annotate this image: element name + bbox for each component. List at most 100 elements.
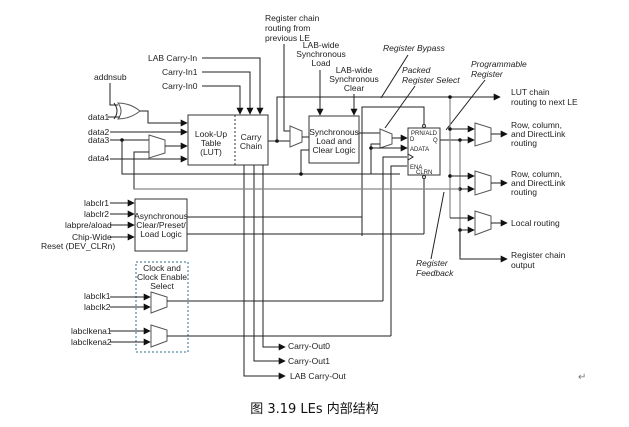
sync-logic-label-2: Load and (316, 136, 352, 146)
carry-out1-wire (253, 165, 286, 365)
reg-chain-out-label-2: output (511, 260, 535, 270)
data3-label: data3 (88, 135, 110, 145)
clock-select-label-2: Clock Enable (137, 272, 187, 282)
reg-d-label: D (410, 137, 415, 143)
prn-bubble (422, 124, 426, 128)
packed-register-mux (379, 128, 393, 149)
carry-in0-label: Carry-In0 (162, 81, 198, 91)
data3-mux (148, 134, 166, 159)
reg-clock-glyph (407, 153, 414, 161)
row-col-1-label-3: routing (511, 138, 537, 148)
sync-logic-label-1: Synchronous (309, 127, 359, 137)
row-col-2-label-2: and DirectLink (511, 178, 566, 188)
async-logic-label-2: Clear/Preset/ (136, 220, 186, 230)
addnsub-wire (109, 83, 118, 106)
carry-in1-wire (202, 71, 254, 115)
sync-clear-label-2: Synchronous (329, 74, 379, 84)
carry-chain-label-2: Chain (240, 141, 262, 151)
labclr2-label: labclr2 (84, 209, 109, 219)
lut-label-2: Table (201, 138, 222, 148)
lut-label-1: Look-Up (195, 129, 227, 139)
lut-chain-label-2: routing to next LE (511, 97, 578, 107)
return-mark: ↵ (578, 372, 587, 383)
sync-load-label-3: Load (312, 58, 331, 68)
lab-carry-in-label: LAB Carry-In (148, 53, 197, 63)
row-col-2-label-3: routing (511, 187, 537, 197)
clock-mux (150, 291, 168, 314)
reg-prn-label: PRN/ALD (411, 131, 438, 137)
sync-load-label-1: LAB-wide (303, 40, 340, 50)
reg-chain-in-label-3: previous LE (265, 33, 310, 43)
async-logic-block (134, 198, 188, 252)
reg-chain-out-label-1: Register chain (511, 250, 566, 260)
reg-ena-label: ENA (410, 165, 422, 171)
data3-bypass-wire (121, 140, 400, 175)
sync-clear-label-3: Clear (344, 83, 364, 93)
labclkena2-label: labclkena2 (71, 337, 112, 347)
data2-label: data2 (88, 127, 110, 137)
labclkena1-label: labclkena1 (71, 326, 112, 336)
reg-chain-out-wire (459, 230, 508, 263)
sync-logic-in-wire (300, 149, 309, 174)
prn-wire (361, 106, 425, 236)
sync-junction (299, 172, 303, 176)
clock-select-group (135, 261, 189, 353)
labpre-aload-label: labpre/aload (65, 220, 112, 230)
lab-carry-in-wire (202, 57, 264, 115)
register-bypass-leader (380, 54, 409, 99)
reg-chain-in-label-1: Register chain (265, 13, 320, 23)
figure-caption: 图 3.19 LEs 内部结构 (250, 402, 379, 417)
clock-select-label-1: Clock and (143, 263, 181, 273)
bypass-junction (448, 95, 452, 99)
reg-chain-mux (289, 125, 303, 148)
carry-chain-label-1: Carry (241, 132, 263, 142)
register-feedback-leader (430, 191, 445, 260)
reg-q-label: Q (433, 138, 438, 144)
packed-select-wire (370, 143, 380, 174)
output-mux-2 (474, 170, 492, 196)
packed-register-select-label-2: Register Select (402, 75, 460, 85)
lut-label-3: (LUT) (200, 147, 222, 157)
async-logic-label-1: Asynchronous (134, 211, 188, 221)
xor-to-lut-wire (140, 110, 188, 127)
lab-carry-out-label: LAB Carry-Out (290, 371, 346, 381)
lut-chain-wire (276, 93, 501, 141)
clock-wire (382, 156, 407, 301)
carry-out0-label: Carry-Out0 (288, 341, 330, 351)
reg-chain-in-wire (283, 44, 290, 132)
chip-wide-label-1: Chip-Wide (72, 232, 112, 242)
programmable-register-leader (445, 79, 486, 131)
sync-clear-label-1: LAB-wide (336, 65, 373, 75)
register-feedback-label-1: Register (416, 258, 449, 268)
row-col-1-label-2: and DirectLink (511, 129, 566, 139)
programmable-register-label-2: Register (471, 69, 504, 79)
sync-load-label-2: Synchronous (296, 49, 346, 59)
lut-carry-block (187, 114, 269, 166)
addnsub-label: addnsub (94, 72, 127, 82)
clrn-bubble (422, 175, 426, 179)
clock-enable-mux (150, 324, 168, 348)
chip-wide-label-2: Reset (DEV_CLRn) (41, 241, 115, 251)
data4-label: data4 (88, 153, 110, 163)
row-col-2-label-1: Row, column, (511, 169, 562, 179)
labclk2-label: labclk2 (84, 302, 111, 312)
lab-carry-out-wire (243, 165, 286, 380)
carry-in1-label: Carry-In1 (162, 67, 198, 77)
local-mux (474, 210, 492, 236)
register-feedback-label-2: Feedback (416, 268, 454, 278)
reg-clrn-label: CLRN (416, 170, 432, 176)
carry-in0-wire (202, 85, 244, 115)
data1-label: data1 (88, 112, 110, 122)
sync-logic-block (308, 115, 360, 164)
reg-chain-in-label-2: routing from (265, 23, 310, 33)
register-bypass-label: Register Bypass (383, 43, 446, 53)
async-logic-label-3: Load Logic (140, 229, 182, 239)
clock-select-label-3: Select (150, 281, 174, 291)
lut-chain-label-1: LUT chain (511, 87, 550, 97)
xor-gate (113, 102, 141, 120)
packed-register-select-label-1: Packed (402, 65, 431, 75)
row-col-1-label-1: Row, column, (511, 120, 562, 130)
output-mux-1 (474, 122, 492, 147)
local-routing-label: Local routing (511, 218, 560, 228)
